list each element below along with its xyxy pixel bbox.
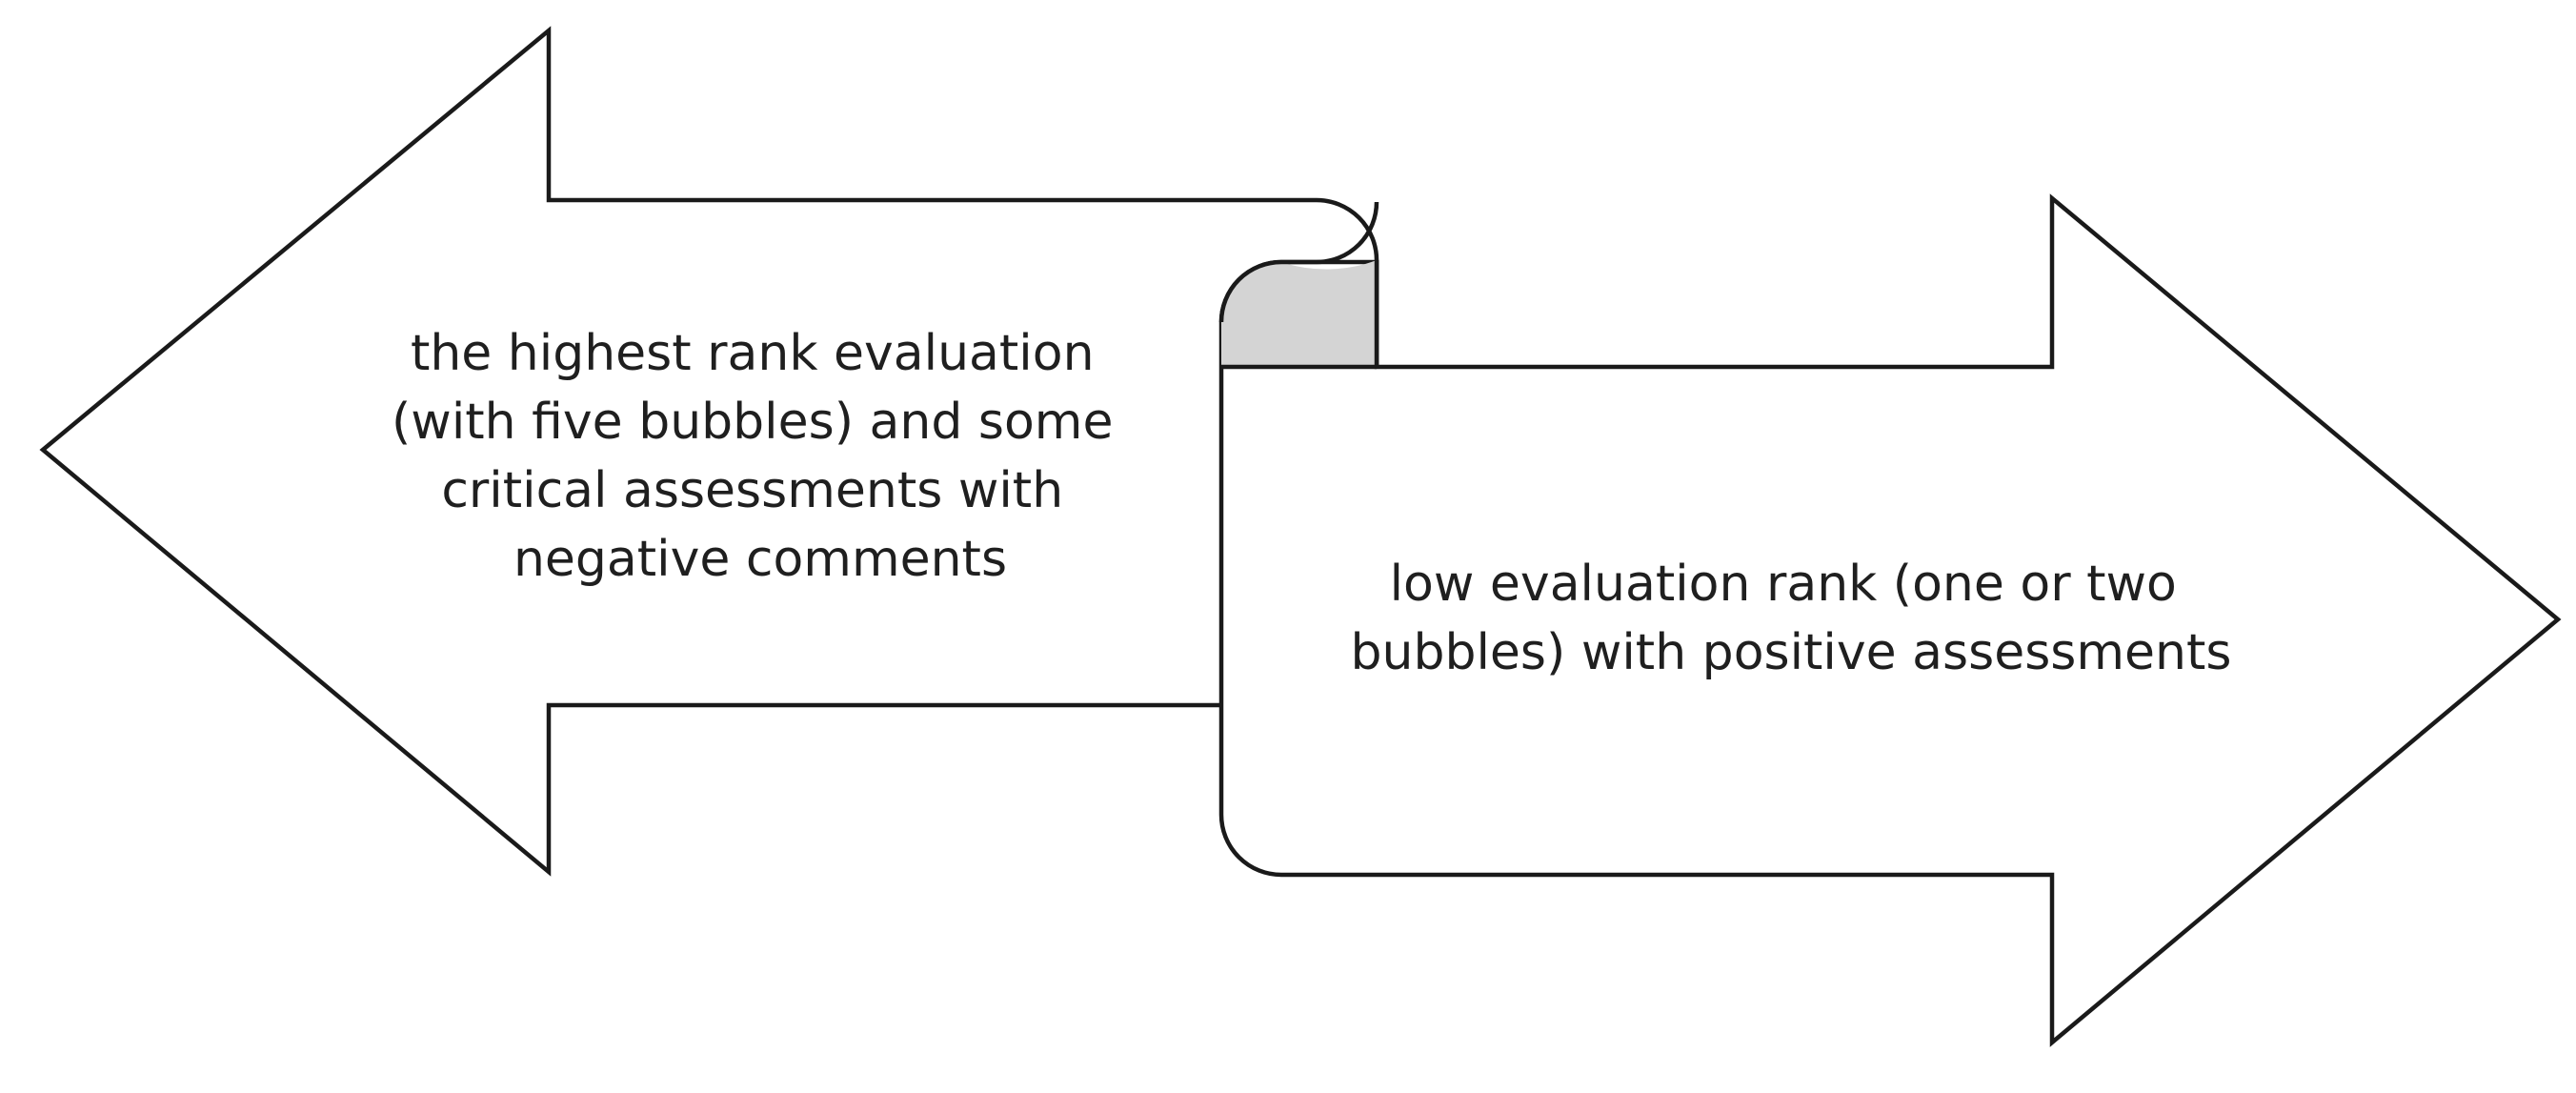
scroll-curl-outline — [1218, 201, 1379, 323]
right-arrow-text: low evaluation rank (one or two bubbles)… — [1351, 556, 2232, 681]
left-arrow-line-4: negative comments — [513, 531, 1007, 588]
left-arrow-line-2: (with five bubbles) and some — [392, 394, 1113, 451]
right-arrow-line-2: bubbles) with positive assessments — [1351, 624, 2232, 681]
right-arrow-line-1: low evaluation rank (one or two — [1390, 556, 2177, 613]
left-arrow-shape — [39, 26, 1379, 877]
right-arrow-shape — [1218, 193, 2562, 1047]
left-arrow-text: the highest rank evaluation (with five b… — [392, 325, 1129, 588]
scroll-curl — [1221, 260, 1377, 367]
left-arrow-line-3: critical assessments with — [441, 462, 1063, 519]
left-arrow-line-1: the highest rank evaluation — [411, 325, 1095, 382]
